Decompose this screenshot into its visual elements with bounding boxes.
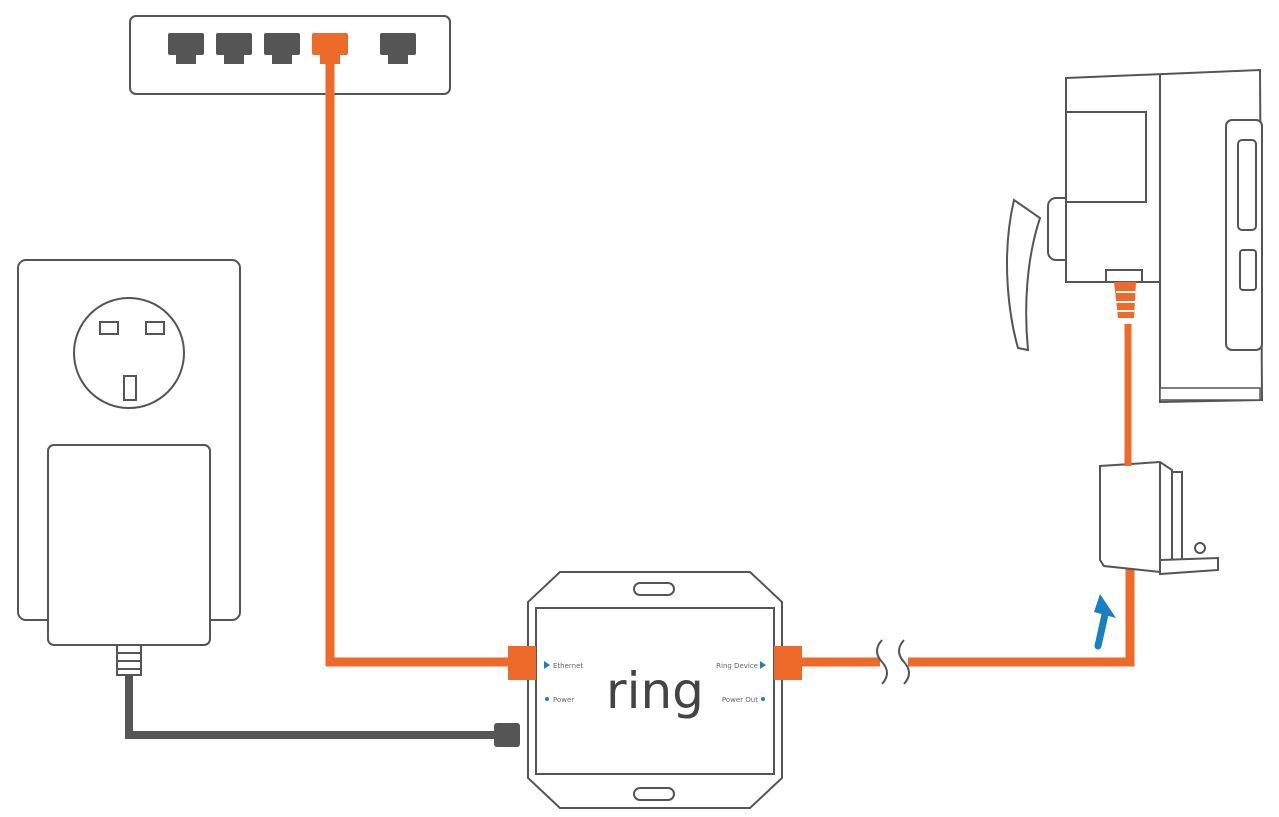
- camera: [1006, 68, 1264, 404]
- ethernet-port-icon: [264, 33, 300, 64]
- active-ethernet-port-icon: [312, 33, 348, 64]
- port-indicator-icon: [544, 661, 550, 669]
- ethernet-port-icon: [216, 33, 252, 64]
- ethernet-cable-in: [325, 64, 512, 667]
- poe-hub: Ethernet Power Ring Device Power Out rin…: [508, 571, 802, 809]
- hub-brand-logo: ring: [606, 662, 704, 720]
- hub-ethernet-in-port: [508, 646, 536, 680]
- power-cable: [125, 675, 500, 739]
- power-indicator-icon: [761, 697, 765, 701]
- insert-arrow-icon: [1094, 594, 1116, 650]
- power-plug: [494, 723, 520, 747]
- label-power-out: Power Out: [722, 696, 758, 704]
- mount-slot-icon: [633, 787, 675, 801]
- router: [129, 15, 451, 95]
- camera-cable-plug: [1114, 282, 1136, 318]
- power-adapter: [47, 444, 211, 676]
- weatherproof-connector: [1099, 460, 1219, 576]
- power-indicator-icon: [545, 697, 549, 701]
- label-ring-device: Ring Device: [716, 662, 758, 670]
- label-power: Power: [553, 696, 574, 704]
- port-indicator-icon: [760, 661, 766, 669]
- ethernet-port-icon: [168, 33, 204, 64]
- ethernet-port-icon: [380, 33, 416, 64]
- label-ethernet: Ethernet: [553, 662, 583, 670]
- mount-slot-icon: [633, 582, 675, 596]
- cable-break-icon: [876, 639, 910, 685]
- ethernet-cable-out: [802, 560, 1135, 667]
- hub-ethernet-out-port: [774, 646, 802, 680]
